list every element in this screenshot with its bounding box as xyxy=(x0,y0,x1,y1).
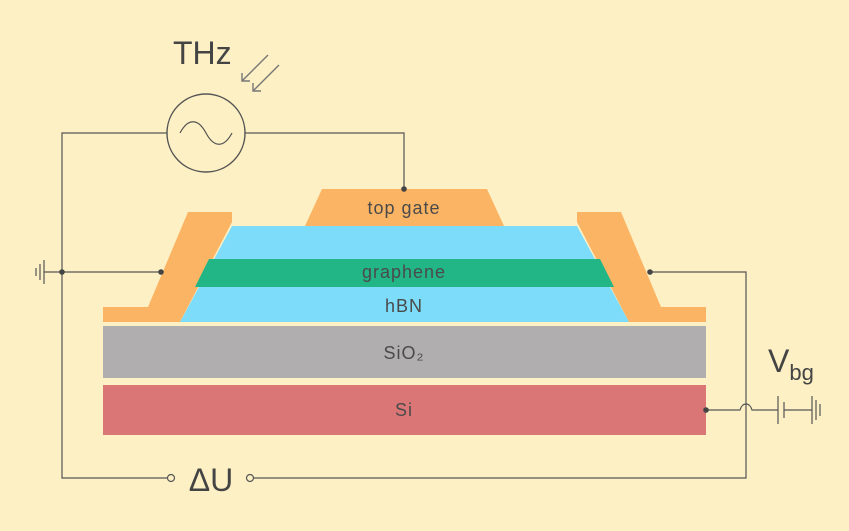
graphene-label: graphene xyxy=(362,262,446,282)
voltmeter-terminal-left xyxy=(166,473,176,483)
backgate-voltage-sub: bg xyxy=(789,360,813,385)
voltmeter-terminal-right xyxy=(245,473,255,483)
top-gate-node xyxy=(401,186,407,192)
voltmeter-wire-right xyxy=(254,271,747,479)
hbn-label: hBN xyxy=(385,296,423,316)
top-gate-electrode xyxy=(305,189,504,226)
graphene-layer xyxy=(195,259,614,287)
backgate-wire xyxy=(706,403,778,411)
battery-icon xyxy=(777,396,812,424)
backgate-voltage-label: Vbg xyxy=(768,343,814,385)
backgate-voltage-main: V xyxy=(768,343,790,379)
sine-wave-icon xyxy=(179,121,233,145)
si-contact-node xyxy=(703,407,709,413)
sio2-layer xyxy=(103,326,706,378)
right-contact-node xyxy=(647,269,653,275)
top-gate-label: top gate xyxy=(367,198,440,218)
ground-icon xyxy=(35,260,45,284)
thz-radiation-arrows-icon xyxy=(241,54,280,92)
si-label: Si xyxy=(395,400,413,420)
sio2-label: SiO₂ xyxy=(384,343,425,363)
backgate-ground-icon xyxy=(811,396,821,424)
left-junction-node xyxy=(59,269,65,275)
source-wire-right xyxy=(245,132,405,189)
si-layer xyxy=(103,385,706,435)
right-contact xyxy=(577,212,706,322)
source-wire-left xyxy=(61,132,170,479)
voltmeter-label: ΔU xyxy=(189,462,233,498)
left-contact xyxy=(103,212,232,322)
thz-label: THz xyxy=(173,35,232,71)
left-contact-node xyxy=(158,269,164,275)
